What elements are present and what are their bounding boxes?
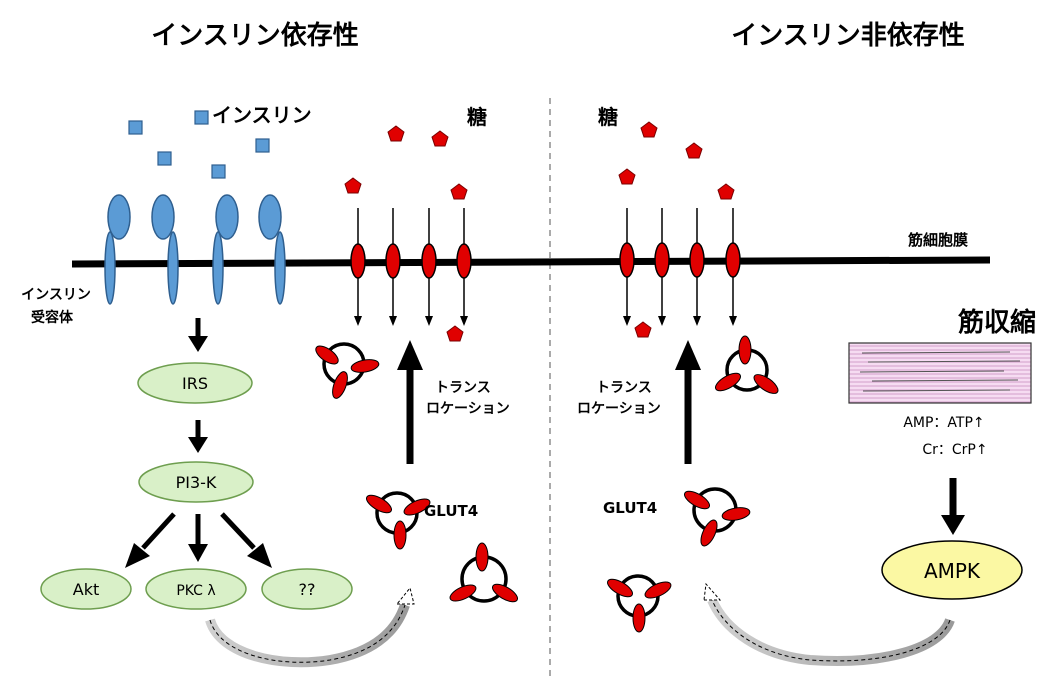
glut4-channel-icon — [654, 242, 670, 278]
glut4-vesicle-icon — [684, 487, 751, 547]
glut4-vesicle-icon — [366, 491, 431, 550]
receptor-icon — [258, 194, 286, 305]
unknown-label: ?? — [299, 580, 316, 599]
glut4-vesicle-icon — [315, 342, 380, 399]
sugar-pentagon-icon — [431, 130, 449, 147]
sugar-molecules-right — [618, 121, 735, 338]
ratio-cr-crp: Cr：CrP↑ — [922, 442, 987, 458]
irs-node — [137, 362, 253, 404]
insulin-square-icon — [194, 110, 209, 125]
insulin-square-icon — [211, 164, 226, 179]
translocation-arrow-right — [675, 340, 701, 464]
unknown-node — [261, 568, 353, 610]
cell-membrane — [71, 256, 991, 268]
ampk-arrow — [941, 478, 965, 535]
glut4-channels-left — [350, 208, 472, 326]
glut4-channels-right — [619, 208, 741, 326]
sugar-label-right: 糖 — [598, 105, 618, 129]
sugar-pentagon-icon — [450, 183, 468, 200]
ampk-node — [881, 540, 1023, 600]
sugar-pentagon-icon — [640, 121, 658, 138]
receptor-label-line1: インスリン — [21, 287, 91, 303]
right-title: インスリン非依存性 — [731, 21, 964, 51]
akt-node — [40, 568, 132, 610]
insulin-receptors — [104, 194, 286, 305]
irs-label: IRS — [182, 374, 208, 393]
sugar-pentagon-icon — [634, 321, 652, 338]
ampk-label: AMPK — [924, 559, 981, 583]
glut4-channel-icon — [689, 242, 705, 278]
glut4-channel-icon — [456, 243, 472, 279]
pkc-node — [145, 568, 247, 610]
glut4-channel-icon — [421, 243, 437, 279]
glut4-label-left: GLUT4 — [424, 502, 478, 520]
translocation-label-right-line1: トランス — [596, 380, 652, 396]
insulin-square-icon — [128, 120, 143, 135]
glut4-vesicle-icon — [449, 542, 518, 603]
glut4-vesicle-icon — [607, 574, 672, 633]
sugar-pentagon-icon — [618, 168, 636, 185]
glut4-channel-icon — [350, 243, 366, 279]
ratio-amp-atp: AMP：ATP↑ — [903, 415, 984, 431]
glut4-channel-icon — [619, 242, 635, 278]
signal-cascade: IRS PI3-K Akt PKC λ ?? — [40, 318, 353, 610]
insulin-square-icon — [157, 151, 172, 166]
glut4-vesicles-right — [607, 335, 779, 633]
receptor-label-line2: 受容体 — [31, 309, 74, 326]
glut4-label-right: GLUT4 — [603, 499, 657, 517]
left-title: インスリン依存性 — [151, 21, 358, 51]
insulin-square-icon — [255, 138, 270, 153]
sugar-label-left: 糖 — [467, 105, 487, 129]
pi3k-node — [138, 461, 254, 503]
sugar-pentagon-icon — [717, 183, 735, 200]
glut4-vesicle-icon — [715, 335, 779, 394]
recycle-arrow-left — [205, 586, 415, 668]
receptor-icon — [104, 194, 131, 305]
sugar-pentagon-icon — [387, 125, 405, 142]
pkc-label: PKC λ — [176, 583, 215, 599]
sugar-pentagon-icon — [446, 325, 464, 342]
translocation-arrow-left — [397, 340, 423, 464]
pi3k-label: PI3-K — [176, 473, 217, 492]
insulin-molecules — [128, 110, 270, 179]
insulin-label: インスリン — [212, 103, 312, 127]
sugar-pentagon-icon — [344, 177, 362, 194]
translocation-label-right-line2: ロケーション — [577, 401, 661, 417]
glut4-vesicles-left — [315, 342, 518, 603]
translocation-label-left-line2: ロケーション — [426, 401, 510, 417]
receptor-icon — [212, 194, 239, 305]
contraction-label: 筋収縮 — [958, 307, 1036, 338]
muscle-filaments — [859, 351, 1021, 392]
recycle-arrow-right — [703, 582, 955, 666]
glut4-channel-icon — [385, 243, 401, 279]
sugar-pentagon-icon — [685, 142, 703, 159]
glut4-channel-icon — [725, 242, 741, 278]
translocation-label-left-line1: トランス — [435, 380, 491, 396]
sugar-molecules-left — [344, 125, 468, 342]
membrane-label: 筋細胞膜 — [907, 231, 968, 249]
receptor-icon — [151, 194, 179, 305]
akt-label: Akt — [73, 580, 99, 599]
